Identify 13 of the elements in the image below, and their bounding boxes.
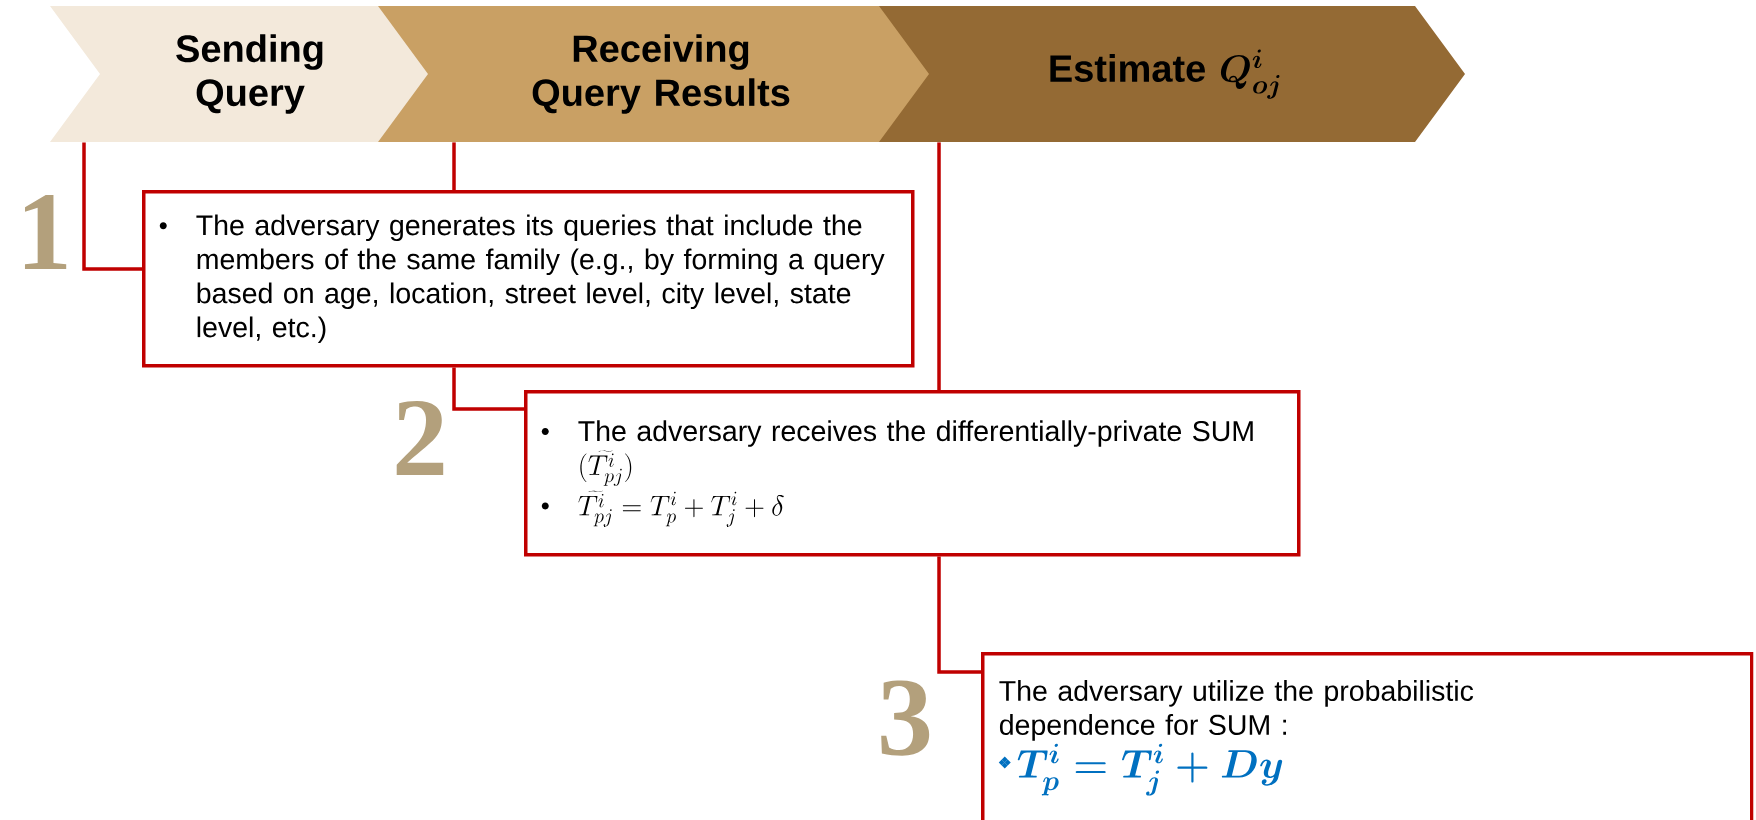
connector-line — [82, 142, 142, 271]
step-number: 2 — [396, 400, 444, 476]
text-box: The adversary utilize the probabilistic dependence for SUM : $T_{p}^{i} = T_{j}^{i} + Dy$ — [981, 652, 1754, 820]
connector-line — [452, 142, 456, 190]
connector-line — [452, 367, 524, 411]
text-box: The adversary generates its queries that include the members of the same family (e.g., by forming a query based on age, location, street level, city level, state level, etc.) — [142, 190, 915, 368]
step-banner: Sending Query — [50, 6, 431, 142]
connector-line — [937, 142, 941, 390]
step-number: 3 — [881, 680, 930, 756]
connector-line — [937, 556, 981, 674]
step-banner: Estimate $Q_{oj}^{i}$ — [879, 6, 1465, 142]
step-number: 1 — [24, 195, 67, 269]
text-box: The adversary receives the differentially-private SUM $(\widetilde{T_{pj}^{i}})$ $\widetilde{T_{pj}^{i}} = T_{p}^{i} + T_{j}^{i} + \delta$ — [524, 390, 1301, 557]
